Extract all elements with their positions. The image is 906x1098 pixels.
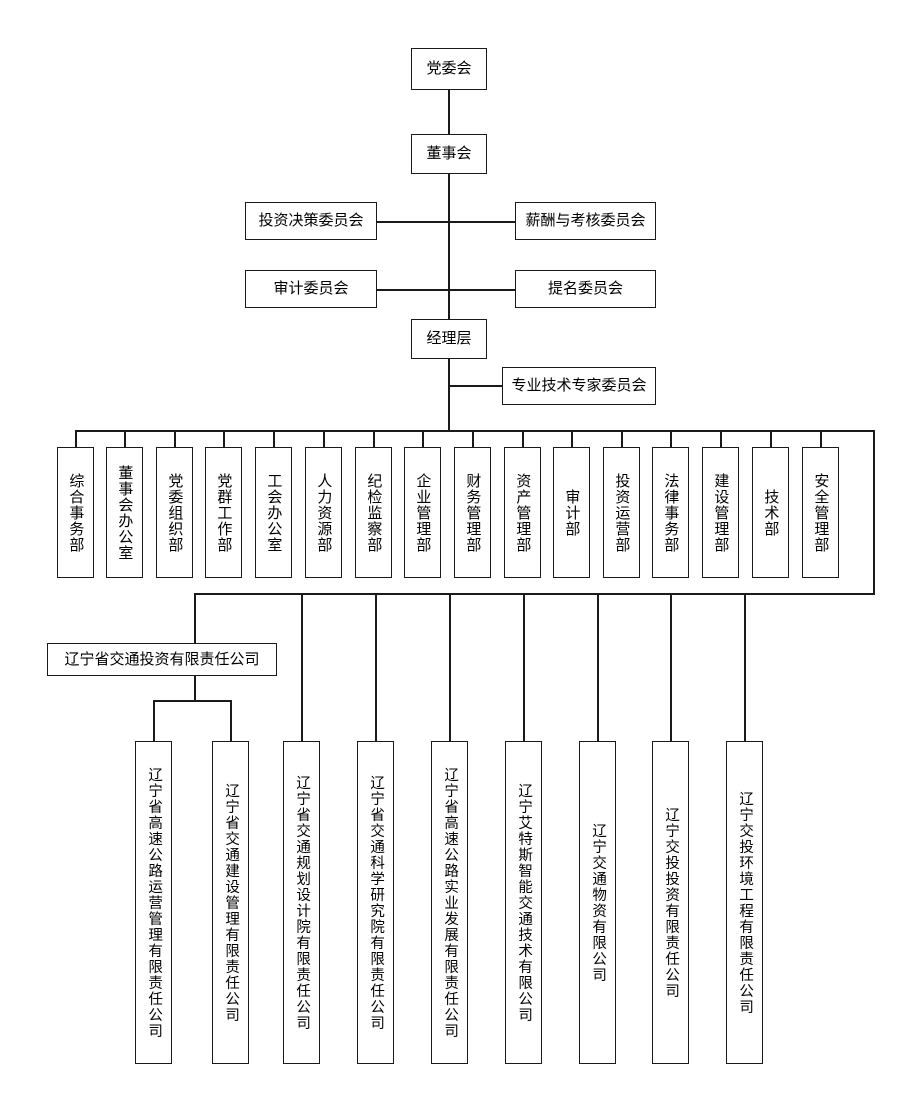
dept-stub-1 [75,430,77,447]
node-department-2[interactable]: 董事会办公室 [106,447,143,578]
sub-stub-5 [449,593,451,741]
node-department-4[interactable]: 党群工作部 [205,447,242,578]
node-department-3[interactable]: 党委组织部 [156,447,193,578]
dept-stub-13 [670,430,672,447]
node-subsidiary-5[interactable]: 辽宁省高速公路实业发展有限责任公司 [431,741,468,1064]
dept-stub-10 [522,430,524,447]
connector-right-bracket [873,430,875,594]
connector-holding-down [194,676,196,701]
node-subsidiary-7[interactable]: 辽宁交通物资有限公司 [579,741,616,1064]
node-department-1[interactable]: 综合事务部 [57,447,94,578]
subsidiary-bus [194,593,875,595]
node-audit-committee[interactable]: 审计委员会 [245,270,377,308]
node-subsidiary-4[interactable]: 辽宁省交通科学研究院有限责任公司 [357,741,394,1064]
node-department-8[interactable]: 企业管理部 [404,447,441,578]
node-management-layer[interactable]: 经理层 [411,319,487,359]
node-remuneration-appraisal-committee[interactable]: 薪酬与考核委员会 [515,202,656,240]
node-nomination-committee[interactable]: 提名委员会 [515,270,656,308]
connector-party-to-board [448,90,450,137]
node-department-16[interactable]: 安全管理部 [802,447,839,578]
connector-technical-expert-committee [448,385,503,387]
connector-board-to-management [448,172,450,319]
sub-stub-1 [153,700,155,741]
dept-stub-2 [124,430,126,447]
dept-stub-14 [720,430,722,447]
node-department-5[interactable]: 工会办公室 [255,447,292,578]
node-department-13[interactable]: 法律事务部 [652,447,689,578]
connector-bus-to-holding [194,593,196,643]
department-bus [75,430,875,432]
holding-child-bus [153,700,232,702]
dept-stub-16 [820,430,822,447]
node-department-11[interactable]: 审计部 [553,447,590,578]
connector-investment-committee [377,221,449,223]
dept-stub-11 [571,430,573,447]
dept-stub-3 [174,430,176,447]
node-department-15[interactable]: 技术部 [752,447,789,578]
sub-stub-8 [670,593,672,741]
node-subsidiary-8[interactable]: 辽宁交投投资有限责任公司 [652,741,689,1064]
node-party-committee[interactable]: 党委会 [411,48,487,90]
node-board-of-directors[interactable]: 董事会 [411,134,487,174]
node-holding-company[interactable]: 辽宁省交通投资有限责任公司 [47,643,277,676]
node-department-7[interactable]: 纪检监察部 [355,447,392,578]
node-subsidiary-2[interactable]: 辽宁省交通建设管理有限责任公司 [212,741,249,1064]
node-department-10[interactable]: 资产管理部 [504,447,541,578]
dept-stub-15 [770,430,772,447]
sub-stub-4 [375,593,377,741]
node-department-9[interactable]: 财务管理部 [454,447,491,578]
dept-stub-4 [223,430,225,447]
node-subsidiary-1[interactable]: 辽宁省高速公路运营管理有限责任公司 [135,741,172,1064]
node-department-6[interactable]: 人力资源部 [305,447,342,578]
dept-stub-7 [373,430,375,447]
node-investment-decision-committee[interactable]: 投资决策委员会 [245,202,377,240]
sub-stub-3 [301,593,303,741]
node-subsidiary-6[interactable]: 辽宁艾特斯智能交通技术有限公司 [505,741,542,1064]
connector-nomination-committee [448,289,516,291]
connector-audit-committee [377,289,449,291]
sub-stub-9 [744,593,746,741]
sub-stub-7 [597,593,599,741]
dept-stub-8 [422,430,424,447]
sub-stub-6 [523,593,525,741]
node-subsidiary-3[interactable]: 辽宁省交通规划设计院有限责任公司 [283,741,320,1064]
connector-management-down [448,359,450,431]
dept-stub-6 [323,430,325,447]
node-department-12[interactable]: 投资运营部 [603,447,640,578]
dept-stub-12 [621,430,623,447]
node-technical-expert-committee[interactable]: 专业技术专家委员会 [502,367,656,405]
connector-remuneration-committee [448,221,516,223]
node-subsidiary-9[interactable]: 辽宁交投环境工程有限责任公司 [726,741,763,1064]
node-department-14[interactable]: 建设管理部 [702,447,739,578]
sub-stub-2 [230,700,232,741]
dept-stub-5 [273,430,275,447]
dept-stub-9 [472,430,474,447]
